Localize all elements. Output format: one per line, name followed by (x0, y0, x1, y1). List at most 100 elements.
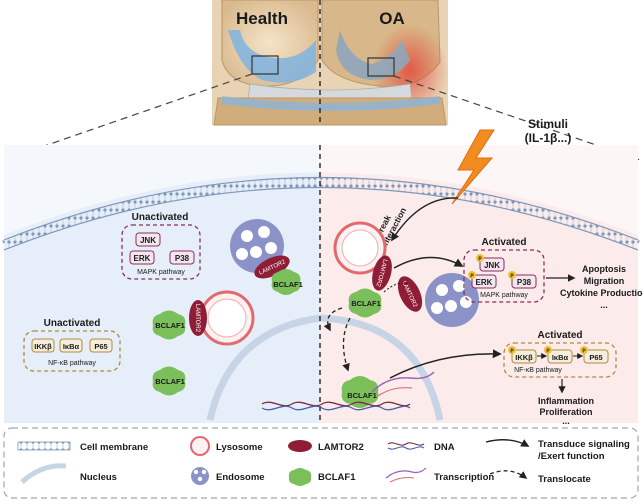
legend-lamtor2-label: LAMTOR2 (318, 442, 364, 453)
left-bclaf1-label-b: BCLAF1 (155, 321, 185, 330)
mapk-outcome-1: Migration (584, 276, 625, 286)
legend-box (3, 427, 639, 499)
transduce-arrow-mapk (393, 256, 464, 269)
right-nfkb-state: Activated (537, 330, 582, 341)
left-ikkb: IKKβ (34, 342, 52, 351)
break-arrow (391, 197, 459, 242)
left-bclaf1-c: BCLAF1 (152, 366, 186, 396)
legend-lamtor2: LAMTOR2 (288, 440, 364, 453)
right-bclaf1-a: BCLAF1 (348, 288, 382, 318)
legend-translocate: Translocate (489, 470, 591, 485)
cell-panel (2, 145, 640, 423)
left-bclaf1-label-a: BCLAF1 (273, 280, 303, 289)
oa-label: OA (379, 9, 405, 28)
phospho-ikba-icon (544, 346, 552, 354)
health-label: Health (236, 9, 288, 28)
nucleus-envelope-left (206, 314, 321, 421)
phospho-erk-icon (468, 271, 476, 279)
phospho-ikkb-icon (508, 346, 516, 354)
left-bclaf1-b: BCLAF1 (152, 310, 186, 340)
left-erk: ERK (134, 254, 151, 263)
phospho-p65-icon (580, 346, 588, 354)
phospho-p38-icon (508, 271, 516, 279)
transcription-line (371, 371, 435, 393)
phospho-jnk-icon (476, 254, 484, 262)
right-lysosome (333, 221, 387, 275)
legend-lysosome-label: Lysosome (216, 442, 263, 453)
left-p38: P38 (175, 254, 190, 263)
right-nfkb-module: Activated IKKβ IκBα P65 P P P NF-κB path… (503, 330, 617, 378)
left-mapk-box (121, 224, 201, 280)
phospho-ikba: P (546, 349, 550, 355)
right-lamtor2-lysosome: LAMTOR2 (372, 255, 392, 291)
nucleus-envelope-right (319, 314, 444, 421)
dotted-connector (383, 282, 409, 293)
nfkb-outcome-1: Proliferation (539, 407, 592, 417)
right-ikba: IκBα (552, 353, 569, 362)
right-bclaf1-label-b: BCLAF1 (347, 391, 377, 400)
legend-bclaf1-label: BCLAF1 (318, 472, 356, 483)
phospho-p65: P (582, 349, 586, 355)
right-erk: ERK (476, 278, 493, 287)
left-nfkb-module: Unactivated IKKβ IκBα P65 NF-κB pathway (23, 318, 121, 372)
stimuli-subtitle: (IL-1β...) (525, 131, 572, 145)
legend-cell-membrane-label: Cell membrane (80, 442, 148, 453)
right-mapk-module: Activated JNK ERK P38 P P P MAPK pathway (463, 237, 545, 303)
left-mapk-module: Unactivated JNK ERK P38 MAPK pathway (121, 212, 201, 280)
mapk-outcome-3: ... (600, 300, 608, 310)
legend-endosome: Endosome (191, 467, 265, 485)
left-lysosome (199, 290, 255, 346)
left-jnk: JNK (140, 236, 156, 245)
zoom-box-health (251, 55, 279, 75)
transduce-arrow-nfkb (389, 349, 502, 379)
right-ikkb: IKKβ (515, 353, 533, 362)
right-mapk-box (463, 249, 545, 303)
dna-strand (261, 401, 411, 411)
left-nfkb-box (23, 330, 121, 372)
nfkb-outcome-2: ... (562, 416, 570, 426)
right-mapk-state: Activated (481, 237, 526, 248)
stimuli-bolt-icon (451, 129, 495, 205)
left-nfkb-state: Unactivated (44, 318, 101, 329)
zoom-box-oa (367, 57, 395, 77)
legend-transcription: Transcription (385, 467, 494, 483)
legend-lysosome: Lysosome (190, 436, 263, 456)
legend-cell-membrane: Cell membrane (17, 441, 148, 453)
nfkb-outcome-0: Inflammation (538, 396, 594, 406)
knee-illustration: Health OA (212, 0, 448, 126)
phospho-p38: P (510, 274, 514, 280)
left-ikba: IκBα (63, 342, 80, 351)
stimuli-title: Stimuli (528, 117, 568, 131)
left-lamtor2-label-b: LAMTOR2 (194, 304, 200, 333)
transcription-line-2 (377, 387, 413, 397)
left-p65: P65 (94, 342, 107, 351)
left-lamtor2-lysosome: LAMTOR2 (189, 300, 207, 336)
legend-nucleus-label: Nucleus (80, 472, 117, 483)
legend-transcription-label: Transcription (434, 472, 494, 483)
left-bclaf1-label-c: BCLAF1 (155, 377, 185, 386)
right-bclaf1-label-a: BCLAF1 (351, 299, 381, 308)
right-lamtor2-endosome: LAMTOR2 (397, 276, 423, 312)
legend-transduce-line-1: Transduce signaling (538, 439, 630, 450)
legend-dna: DNA (387, 442, 455, 453)
mapk-outcome-0: Apoptosis (582, 264, 626, 274)
legend-transduce-line-2: /Exert function (538, 451, 605, 462)
legend-nucleus: Nucleus (20, 463, 117, 484)
left-mapk-state: Unactivated (132, 212, 189, 223)
translocate-arrow-2 (323, 307, 343, 332)
right-bclaf1-nuclear: BCLAF1 (341, 376, 379, 408)
legend-endosome-label: Endosome (216, 472, 265, 483)
phospho-erk: P (470, 274, 474, 280)
right-mapk-caption: MAPK pathway (480, 292, 528, 299)
right-p65: P65 (589, 353, 602, 362)
right-nfkb-box (503, 342, 617, 378)
legend-bclaf1: BCLAF1 (288, 468, 356, 486)
phospho-jnk: P (478, 257, 482, 263)
left-bclaf1-a: BCLAF1 (271, 269, 303, 295)
nfkb-outcomes: Inflammation Proliferation ... (538, 396, 594, 426)
left-mapk-caption: MAPK pathway (137, 269, 185, 276)
legend: Cell membrane Lysosome LAMTOR2 DNA Trans… (3, 427, 639, 499)
mapk-outcome-2: Cytokine Production (560, 288, 643, 298)
